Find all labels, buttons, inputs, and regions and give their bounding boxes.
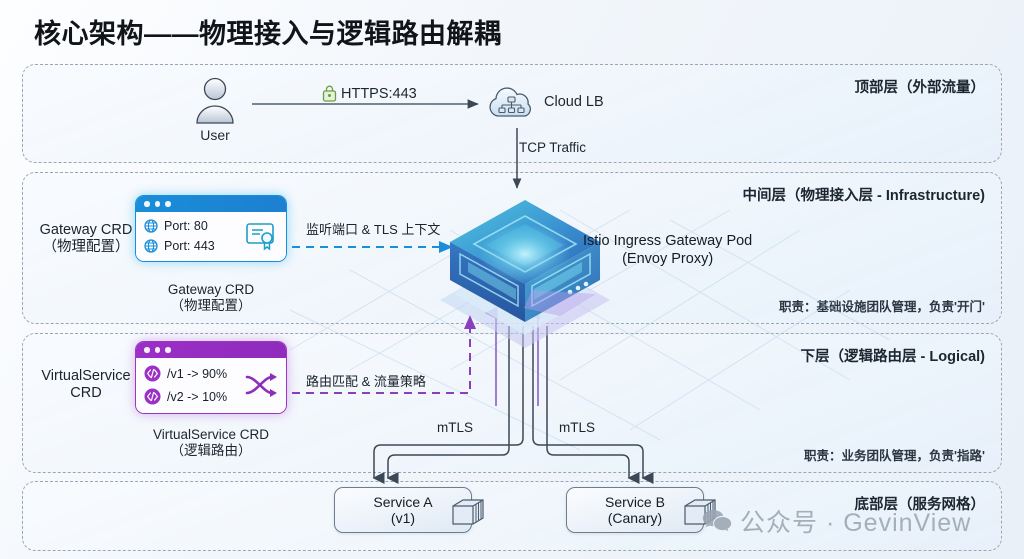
window-dot: [154, 201, 160, 207]
virtualservice-route-text: /v1 -> 90%: [167, 366, 228, 381]
gateway-side-label-line2: （物理配置）: [42, 239, 130, 256]
gateway-caption-line2: （物理配置）: [170, 297, 252, 313]
service-a-line2: (v1): [390, 510, 416, 526]
globe-icon: [144, 219, 158, 233]
tcp-traffic-label: TCP Traffic: [519, 140, 587, 155]
watermark: 公众号 · GevinView: [702, 503, 971, 539]
gateway-caption-line1: Gateway CRD: [167, 282, 255, 297]
globe-icon: [144, 239, 158, 253]
virtualservice-card-titlebar: [136, 342, 286, 358]
virtualservice-caption-line2: （逻辑路由）: [170, 442, 252, 458]
cloud-lb-icon: [489, 87, 531, 117]
gateway-port-text: Port: 80: [164, 219, 208, 233]
istio-gateway-pod-node: [420, 182, 630, 348]
gateway-crd-card[interactable]: Port: 80 Port: 443: [135, 195, 287, 262]
gateway-card-caption: Gateway CRD （物理配置）: [111, 282, 311, 314]
gateway-port-rows: Port: 80 Port: 443: [144, 219, 215, 253]
layer-title-top: 顶部层（外部流量）: [854, 80, 986, 96]
virtualservice-caption-line1: VirtualService CRD: [152, 427, 270, 442]
lock-icon: [322, 85, 337, 102]
list-item: Port: 80: [144, 219, 215, 233]
gateway-card-titlebar: [136, 196, 286, 212]
window-dot: [154, 347, 160, 353]
service-a-text: Service A (v1): [373, 494, 432, 526]
certificate-icon: [246, 223, 274, 251]
watermark-text: 公众号 · GevinView: [740, 509, 972, 537]
list-item: /v2 -> 10%: [144, 388, 227, 405]
virtualservice-side-label-line1: VirtualService: [41, 368, 131, 384]
virtualservice-route-text: /v2 -> 10%: [167, 389, 228, 404]
service-b-text: Service B (Canary): [605, 494, 665, 526]
code-icon: [144, 388, 161, 405]
service-a-box[interactable]: Service A (v1): [334, 487, 484, 533]
window-dot: [165, 201, 171, 207]
layer-panel-bottom: 底部层（服务网格）: [22, 481, 1002, 551]
cloud-lb-node: Cloud LB: [485, 82, 604, 122]
gateway-flow-label: 监听端口 & TLS 上下文: [306, 222, 441, 237]
cloud-lb-label: Cloud LB: [544, 94, 604, 110]
https-label-text: HTTPS:443: [341, 85, 417, 102]
code-icon: [144, 365, 161, 382]
virtualservice-side-label: VirtualService CRD: [22, 368, 150, 403]
window-dot: [165, 347, 171, 353]
gateway-port-text: Port: 443: [164, 239, 215, 253]
mtls-label-a: mTLS: [437, 420, 474, 435]
list-item: Port: 443: [144, 239, 215, 253]
virtualservice-route-rows: /v1 -> 90% /v2 -> 10%: [144, 365, 227, 405]
virtualservice-crd-card[interactable]: /v1 -> 90% /v2 -> 10%: [135, 341, 287, 414]
service-b-line1: Service B: [605, 493, 665, 510]
service-b-line2: (Canary): [607, 510, 663, 526]
container-icon: [452, 499, 484, 525]
layer-note-logical: 职责：业务团队管理，负责'指路': [804, 449, 985, 463]
page-title: 核心架构——物理接入与逻辑路由解耦: [34, 19, 502, 49]
virtualservice-card-caption: VirtualService CRD （逻辑路由）: [111, 427, 311, 459]
layer-title-middle: 中间层（物理接入层 - Infrastructure): [742, 188, 986, 204]
layer-title-bottom: 底部层（服务网格）: [854, 497, 986, 513]
user-icon: [196, 77, 234, 124]
virtualservice-card-body: /v1 -> 90% /v2 -> 10%: [136, 358, 286, 413]
layer-title-logical: 下层（逻辑路由层 - Logical): [800, 349, 985, 365]
window-dot: [144, 201, 150, 207]
istio-label-line2: (Envoy Proxy): [622, 251, 714, 268]
virtualservice-side-label-line2: CRD: [70, 385, 102, 402]
istio-gateway-label: Istio Ingress Gateway Pod (Envoy Proxy): [583, 232, 752, 268]
virtualservice-flow-label: 路由匹配 & 流量策略: [306, 374, 426, 389]
layer-note-middle: 职责：基础设施团队管理，负责'开门': [779, 300, 985, 314]
gateway-side-label-line1: Gateway CRD: [39, 222, 133, 238]
service-b-box[interactable]: Service B (Canary): [566, 487, 716, 533]
list-item: /v1 -> 90%: [144, 365, 227, 382]
window-dot: [144, 347, 150, 353]
service-a-line1: Service A: [373, 493, 433, 510]
shuffle-icon: [245, 373, 277, 397]
istio-label-line1: Istio Ingress Gateway Pod: [583, 233, 753, 249]
user-label: User: [200, 127, 230, 143]
istio-gateway-cube-icon: [440, 200, 610, 348]
https-connection-label: HTTPS:443: [322, 85, 417, 102]
gateway-card-body: Port: 80 Port: 443: [136, 212, 286, 261]
wechat-icon: [702, 510, 732, 532]
mtls-label-b: mTLS: [559, 420, 596, 435]
gateway-side-label: Gateway CRD （物理配置）: [22, 222, 150, 257]
user-node: User: [184, 76, 246, 143]
